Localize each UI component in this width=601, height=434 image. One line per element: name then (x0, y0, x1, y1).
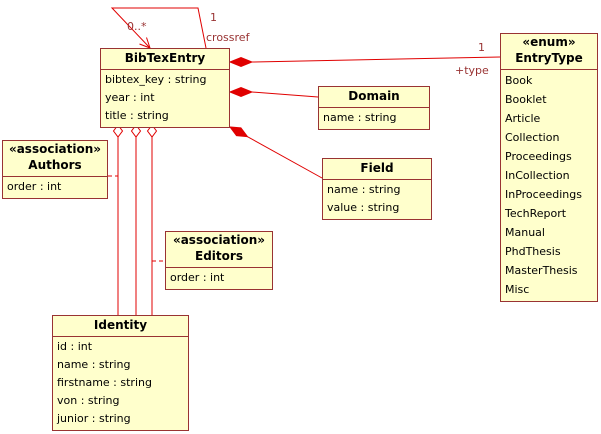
class-editors: «association» Editors order : int (165, 231, 273, 290)
class-authors: «association» Authors order : int (2, 140, 108, 199)
class-title: Authors (28, 158, 82, 172)
filled-diamond-icon (228, 126, 249, 138)
aggregation-editors-identity (146, 124, 158, 315)
filled-diamond-icon (228, 86, 254, 98)
class-bibtexentry: BibTexEntry bibtex_key : string year : i… (100, 48, 230, 128)
attribute-row: value : string (327, 201, 400, 214)
enum-value: PhdThesis (505, 245, 561, 258)
attribute-row: bibtex_key : string (105, 73, 207, 86)
enum-value: Article (505, 112, 541, 125)
attribute-row: junior : string (57, 412, 131, 425)
class-title: Domain (348, 89, 400, 103)
composition-field (228, 126, 323, 179)
multiplicity-label: 0..* (127, 20, 147, 33)
class-domain: Domain name : string (318, 86, 430, 130)
attribute-row: title : string (105, 109, 169, 122)
stereotype-label: «association» (8, 142, 102, 156)
aggregation-middle-identity (130, 124, 142, 315)
class-title: BibTexEntry (124, 51, 206, 65)
composition-domain (228, 86, 319, 98)
enum-value: Collection (505, 131, 560, 144)
attribute-row: year : int (105, 91, 155, 104)
attribute-row: von : string (57, 394, 120, 407)
class-title: Identity (93, 318, 148, 332)
attribute-row: id : int (57, 340, 93, 353)
attribute-row: firstname : string (57, 376, 152, 389)
class-title: Editors (195, 249, 243, 263)
enum-value: Manual (505, 226, 545, 239)
class-entrytype: «enum» EntryType Book Booklet Article Co… (500, 33, 598, 302)
enum-value: InCollection (505, 169, 570, 182)
enum-value: Book (505, 74, 533, 87)
class-title: EntryType (515, 51, 583, 65)
enum-value: Misc (505, 283, 530, 296)
aggregation-authors-identity (112, 124, 124, 315)
attribute-row: name : string (323, 111, 397, 124)
role-label-crossref: crossref (206, 31, 250, 44)
class-identity: Identity id : int name : string firstnam… (52, 315, 189, 431)
class-field: Field name : string value : string (322, 158, 432, 220)
class-title: Field (360, 161, 394, 175)
role-label-type: +type (455, 64, 489, 77)
enum-value: InProceedings (505, 188, 582, 201)
attribute-row: order : int (7, 180, 62, 193)
enum-value: Booklet (505, 93, 547, 106)
composition-entrytype (228, 56, 501, 68)
stereotype-label: «association» (172, 233, 266, 247)
filled-diamond-icon (228, 56, 254, 68)
enum-value: MasterThesis (505, 264, 578, 277)
enum-value: Proceedings (505, 150, 572, 163)
stereotype-label: «enum» (522, 35, 576, 49)
enum-value: TechReport (505, 207, 567, 220)
attribute-row: name : string (57, 358, 131, 371)
multiplicity-label: 1 (478, 41, 485, 54)
attribute-row: order : int (170, 271, 225, 284)
multiplicity-label: 1 (210, 11, 217, 24)
attribute-row: name : string (327, 183, 401, 196)
